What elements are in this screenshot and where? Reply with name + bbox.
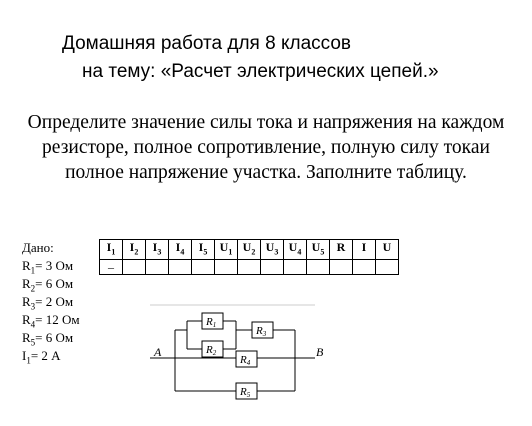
task-text: Определите значение силы тока и напряжен… (27, 112, 505, 183)
given-item: R3= 2 Ом (22, 294, 74, 312)
table-value-cell (375, 259, 399, 276)
resistor-r2 (201, 340, 224, 358)
resistor-r1 (201, 312, 224, 330)
table-header-cell: I3 (145, 238, 169, 261)
given-item: R4= 12 Ом (22, 312, 80, 330)
title-line-1: Домашняя работа для 8 классов (62, 33, 352, 54)
resistor-r5 (235, 382, 258, 400)
given-item: R1= 3 Ом (22, 258, 74, 276)
given-item: R2= 6 Ом (22, 276, 74, 294)
table-values-row: – (99, 259, 399, 276)
title-line-2: на тему: «Расчет электрических цепей.» (82, 61, 439, 82)
given-item: R5= 6 Ом (22, 330, 74, 348)
resistor-label-r3: R3 (255, 325, 267, 338)
table-header-cell: U (375, 238, 399, 261)
resistor-label-r4: R4 (239, 354, 251, 367)
table-header-cell: U3 (260, 238, 284, 261)
table-header-cell: I2 (122, 238, 146, 261)
table-header-row: I1 I2 I3 I4 I5 U1 U2 U3 U4 U5 R I U (99, 238, 399, 261)
resistor-label-r2: R2 (205, 344, 217, 357)
node-b-label: B (316, 345, 324, 359)
given-item: I1= 2 А (22, 348, 61, 366)
answer-table: I1 I2 I3 I4 I5 U1 U2 U3 U4 U5 R I U – (99, 238, 399, 276)
resistor-r3 (251, 321, 274, 339)
resistor-label-r1: R1 (205, 316, 216, 329)
node-a-label: A (153, 345, 162, 359)
given-label: Дано: (22, 240, 54, 255)
resistor-label-r5: R5 (239, 386, 251, 399)
resistor-r4 (235, 350, 258, 368)
